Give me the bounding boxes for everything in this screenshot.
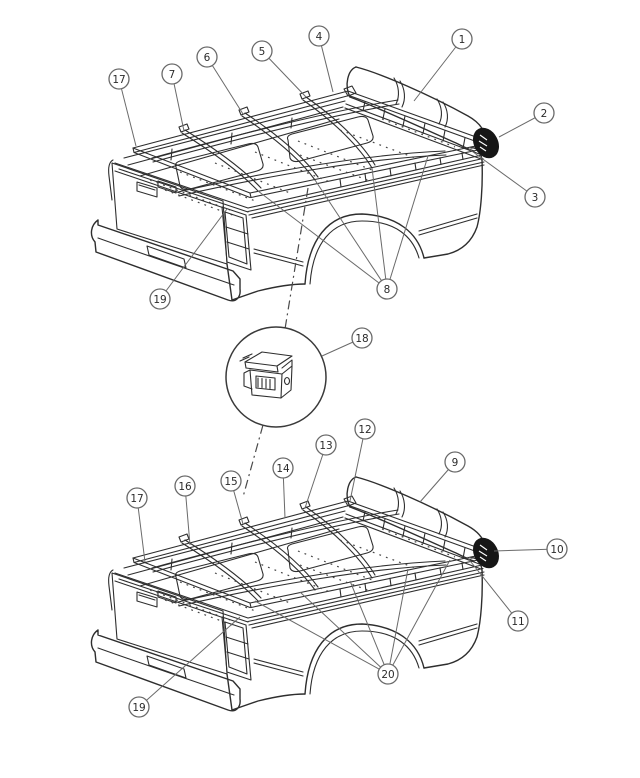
callout-balloon[interactable] — [507, 610, 529, 632]
callout-20[interactable]: 20 — [377, 663, 399, 685]
callout-number: 4 — [316, 31, 323, 43]
leader-line — [206, 56, 244, 115]
leader-line — [466, 556, 519, 622]
leader-line — [387, 568, 409, 675]
callout-number: 15 — [224, 476, 237, 488]
leader-line — [468, 148, 536, 198]
callout-19[interactable]: 19 — [149, 288, 171, 310]
callout-balloon[interactable] — [308, 25, 330, 47]
callout-3[interactable]: 3 — [524, 186, 546, 208]
callout-7[interactable]: 7 — [161, 63, 183, 85]
callout-balloon[interactable] — [174, 475, 196, 497]
callout-number: 12 — [358, 424, 371, 436]
callout-number: 1 — [459, 34, 466, 46]
callout-15[interactable]: 15 — [220, 470, 242, 492]
callout-16[interactable]: 16 — [174, 475, 196, 497]
callout-number: 3 — [532, 192, 539, 204]
callout-11[interactable]: 11 — [507, 610, 529, 632]
callout-balloon[interactable] — [196, 46, 218, 68]
callout-2[interactable]: 2 — [533, 102, 555, 124]
callout-17[interactable]: 17 — [126, 487, 148, 509]
callout-number: 2 — [541, 108, 548, 120]
callout-balloon[interactable] — [220, 470, 242, 492]
callout-1[interactable]: 1 — [451, 28, 473, 50]
callout-number: 20 — [381, 669, 394, 681]
callout-13[interactable]: 13 — [315, 434, 337, 456]
callout-number: 16 — [178, 481, 192, 493]
callout-10[interactable]: 10 — [546, 538, 568, 560]
leader-line — [371, 167, 388, 290]
callout-8[interactable]: 8 — [376, 278, 398, 300]
leader-line — [349, 428, 366, 502]
connector-segment — [284, 187, 309, 330]
leader-line — [304, 444, 327, 509]
callout-number: 7 — [169, 69, 176, 81]
callout-balloon[interactable] — [126, 487, 148, 509]
callout-balloon[interactable] — [351, 327, 373, 349]
callout-number: 17 — [112, 74, 125, 86]
callout-balloon[interactable] — [272, 457, 294, 479]
leader-line — [254, 600, 389, 675]
callout-balloon[interactable] — [376, 278, 398, 300]
leader-line — [349, 580, 389, 675]
callout-balloon[interactable] — [149, 288, 171, 310]
clamp-detail-ring — [225, 326, 327, 428]
callout-balloon[interactable] — [108, 68, 130, 90]
callout-balloon[interactable] — [451, 28, 473, 50]
leader-line — [257, 190, 388, 290]
callout-number: 5 — [259, 46, 266, 58]
callout-6[interactable]: 6 — [196, 46, 218, 68]
callout-balloon[interactable] — [377, 663, 399, 685]
callout-number: 13 — [319, 440, 332, 452]
callout-18[interactable]: 18 — [351, 327, 373, 349]
leader-line — [386, 155, 429, 290]
leader-line — [138, 616, 241, 708]
callout-balloon[interactable] — [524, 186, 546, 208]
callout-balloon[interactable] — [161, 63, 183, 85]
callout-number: 17 — [130, 493, 143, 505]
truck-bed-bottom-view — [90, 476, 505, 712]
callout-balloon[interactable] — [354, 418, 376, 440]
callout-balloon[interactable] — [128, 696, 150, 718]
callout-balloon[interactable] — [546, 538, 568, 560]
leader-line — [387, 559, 451, 675]
connector-segment — [242, 424, 264, 498]
callout-number: 8 — [384, 284, 391, 296]
callout-number: 19 — [132, 702, 145, 714]
leader-line — [118, 78, 137, 147]
callout-number: 11 — [511, 616, 524, 628]
leader-line — [159, 208, 228, 300]
clamp-detail-art — [239, 351, 293, 399]
detail-circle — [225, 326, 327, 428]
detail-connector — [242, 187, 309, 498]
truck-bed-top-view — [90, 66, 505, 302]
leader-line — [136, 497, 146, 563]
callout-19[interactable]: 19 — [128, 696, 150, 718]
callout-number: 18 — [355, 333, 368, 345]
callout-5[interactable]: 5 — [251, 40, 273, 62]
callout-4[interactable]: 4 — [308, 25, 330, 47]
leader-line — [413, 38, 463, 102]
callout-balloon[interactable] — [533, 102, 555, 124]
callout-14[interactable]: 14 — [272, 457, 294, 479]
callout-number: 9 — [452, 457, 459, 469]
callout-17[interactable]: 17 — [108, 68, 130, 90]
leader-line — [299, 591, 389, 675]
callout-balloon[interactable] — [251, 40, 273, 62]
callout-balloon[interactable] — [444, 451, 466, 473]
callout-number: 14 — [276, 463, 290, 475]
callout-9[interactable]: 9 — [444, 451, 466, 473]
callout-balloon[interactable] — [315, 434, 337, 456]
callout-number: 6 — [204, 52, 211, 64]
callout-12[interactable]: 12 — [354, 418, 376, 440]
leader-line — [314, 179, 388, 290]
callout-number: 10 — [550, 544, 563, 556]
callout-number: 19 — [153, 294, 166, 306]
